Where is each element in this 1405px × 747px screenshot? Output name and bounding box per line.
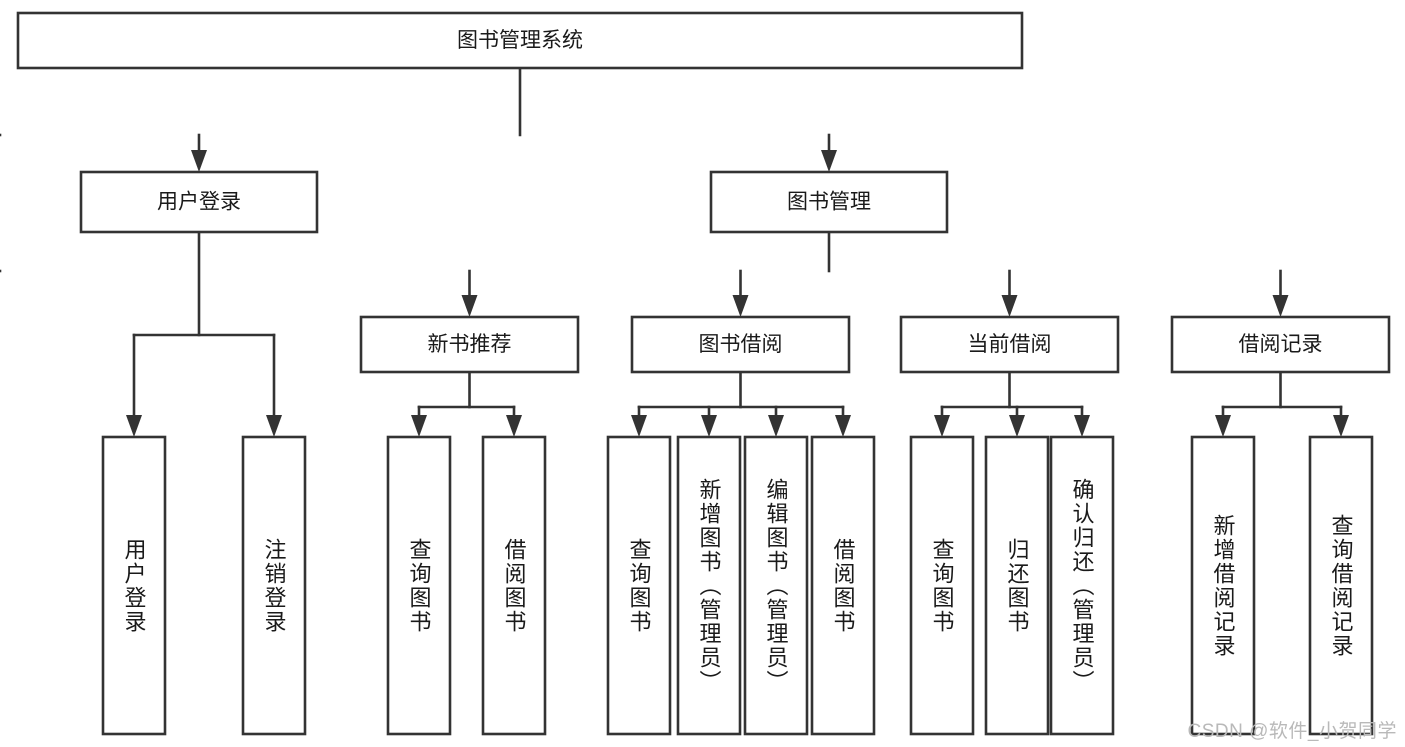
watermark-text: CSDN @软件_小贺同学 xyxy=(1187,721,1397,742)
node-box-book-manage[interactable] xyxy=(709,170,949,234)
node-box-new-book-recommend[interactable] xyxy=(359,315,580,374)
node-box-leaf-user-login[interactable] xyxy=(101,435,167,736)
node-box-leaf-query-book-2[interactable] xyxy=(606,435,672,736)
node-label-current-borrow: 当前借阅 xyxy=(968,333,1052,356)
node-box-current-borrow[interactable] xyxy=(899,315,1120,374)
arrow-to-book-manage xyxy=(821,150,837,172)
arrow-to-leaf-confirm-return xyxy=(1074,415,1090,437)
arrow-to-current-borrow xyxy=(1001,295,1018,317)
node-label-new-book-recommend: 新书推荐 xyxy=(428,333,512,356)
node-label-book-manage: 图书管理 xyxy=(787,191,871,214)
node-label-user-login: 用户登录 xyxy=(157,191,241,214)
arrow-to-user-login xyxy=(191,150,207,172)
connectors-layer xyxy=(0,66,1349,437)
arrow-to-leaf-edit-book xyxy=(768,415,784,437)
node-box-leaf-return-book[interactable] xyxy=(984,435,1050,736)
node-box-leaf-query-book-3[interactable] xyxy=(909,435,975,736)
node-box-root[interactable] xyxy=(16,11,1024,70)
arrow-to-leaf-return-book xyxy=(1009,415,1025,437)
node-box-leaf-confirm-return[interactable] xyxy=(1049,435,1115,736)
arrow-to-leaf-borrow-book-1 xyxy=(506,415,522,437)
node-box-user-login[interactable] xyxy=(79,170,319,234)
node-box-leaf-edit-book[interactable] xyxy=(743,435,809,736)
arrow-to-leaf-query-book-3 xyxy=(934,415,950,437)
node-box-borrow-record[interactable] xyxy=(1170,315,1391,374)
node-box-leaf-add-record[interactable] xyxy=(1190,435,1256,736)
node-box-leaf-user-logout[interactable] xyxy=(241,435,307,736)
node-label-book-borrow: 图书借阅 xyxy=(699,333,783,356)
arrow-to-borrow-record xyxy=(1272,295,1289,317)
arrow-to-leaf-query-book-1 xyxy=(411,415,427,437)
node-label-root: 图书管理系统 xyxy=(457,29,583,52)
arrow-to-leaf-borrow-book-2 xyxy=(835,415,851,437)
arrow-to-leaf-add-book xyxy=(701,415,717,437)
arrow-to-leaf-query-book-2 xyxy=(631,415,647,437)
arrow-to-new-book-recommend xyxy=(461,295,478,317)
node-box-leaf-borrow-book-1[interactable] xyxy=(481,435,547,736)
arrow-to-leaf-add-record xyxy=(1215,415,1231,437)
node-box-leaf-borrow-book-2[interactable] xyxy=(810,435,876,736)
arrow-to-leaf-query-record xyxy=(1333,415,1349,437)
arrow-to-book-borrow xyxy=(732,295,749,317)
node-box-book-borrow[interactable] xyxy=(630,315,851,374)
node-box-leaf-query-record[interactable] xyxy=(1308,435,1374,736)
node-box-leaf-query-book-1[interactable] xyxy=(386,435,452,736)
arrow-to-leaf-user-login xyxy=(126,415,142,437)
arrow-to-leaf-user-logout xyxy=(266,415,282,437)
node-label-borrow-record: 借阅记录 xyxy=(1239,333,1323,356)
node-box-leaf-add-book[interactable] xyxy=(676,435,742,736)
node-boxes-layer xyxy=(16,11,1391,736)
